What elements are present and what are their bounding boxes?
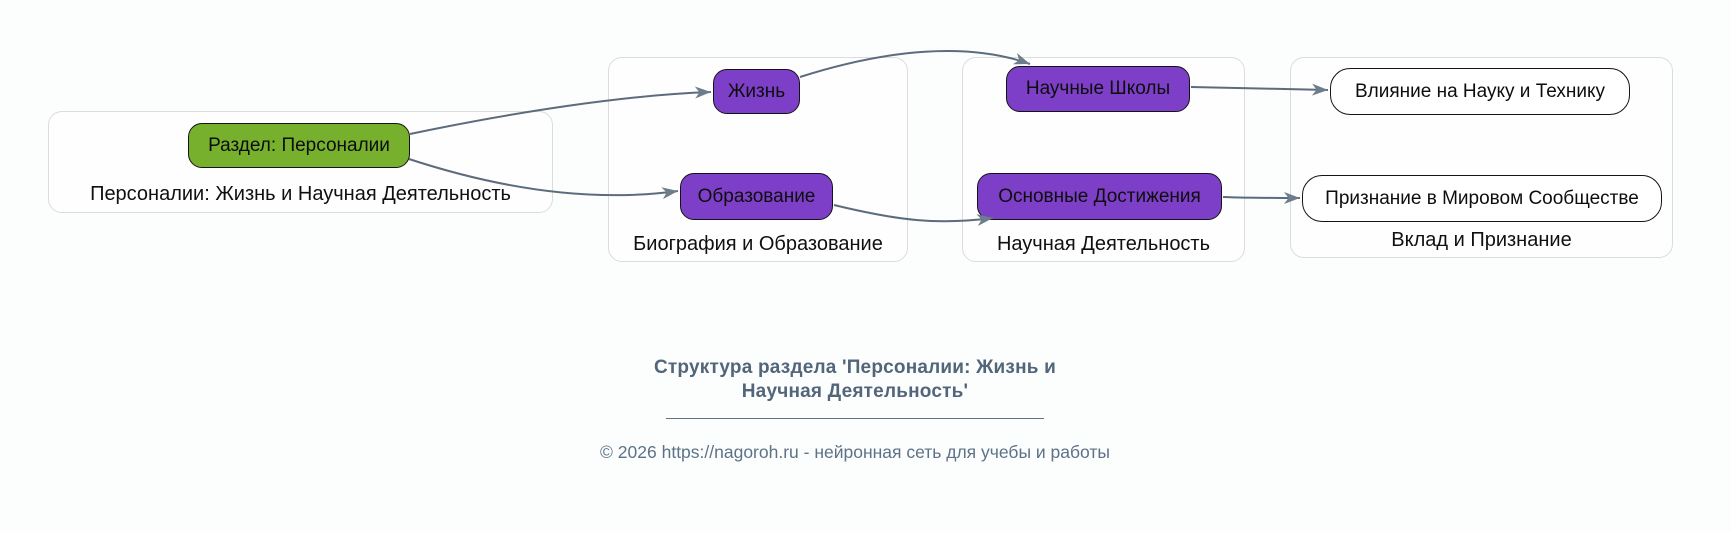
node-vliyanie-na-nauku: Влияние на Науку и Технику — [1330, 68, 1630, 115]
footer: Структура раздела 'Персоналии: Жизнь и Н… — [510, 356, 1200, 463]
node-priznanie-v-soobshchestve: Признание в Мировом Сообществе — [1302, 175, 1662, 222]
cluster-nauchnaya-label: Научная Деятельность — [996, 233, 1211, 255]
footer-title: Структура раздела 'Персоналии: Жизнь и Н… — [653, 357, 1056, 402]
cluster-vklad-label: Вклад и Признание — [1391, 229, 1572, 251]
node-razdel-personalii: Раздел: Персоналии — [188, 123, 410, 168]
node-obrazovanie: Образование — [680, 173, 833, 220]
cluster-biografiya-label: Биография и Образование — [633, 233, 883, 255]
footer-divider — [666, 417, 1044, 419]
footer-copyright: © 2026 https://nagoroh.ru - нейронная се… — [600, 441, 1110, 462]
node-nauchnye-shkoly: Научные Школы — [1006, 66, 1190, 112]
node-zhizn: Жизнь — [713, 69, 800, 114]
node-osnovnye-dostizheniya: Основные Достижения — [977, 173, 1222, 220]
cluster-personalii-label: Персоналии: Жизнь и Научная Деятельность — [90, 183, 511, 205]
